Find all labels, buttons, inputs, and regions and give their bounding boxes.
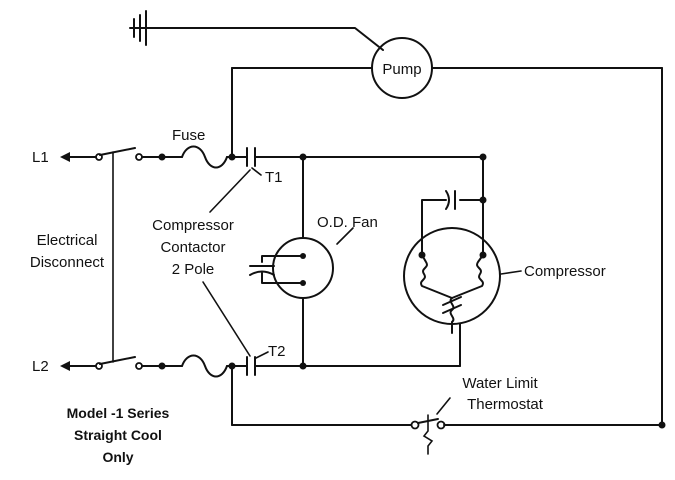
l2-label: L2 [32,358,49,375]
fuse-l2 [181,354,228,378]
fuse-l1 [181,145,228,169]
t2-label: T2 [268,343,286,360]
model-note-line-2: Straight Cool [74,427,162,443]
od-fan-motor [249,237,334,299]
l1-label: L1 [32,149,49,166]
compressor-contactor-label-3: 2 Pole [172,261,215,278]
contactor-l1 [246,147,256,167]
l2-terminal: L2 [32,358,103,375]
ground-wire [145,27,384,51]
fuse-label: Fuse [172,127,205,144]
ground-symbol [129,10,147,46]
electrical-disconnect-label-2: Disconnect [30,254,105,271]
disconnect-switch-l2 [99,356,136,365]
od-fan-label: O.D. Fan [317,214,378,231]
pump-motor: Pump [371,37,433,99]
electrical-disconnect-label-1: Electrical [37,232,98,249]
disconnect-switch-l1 [99,147,136,156]
water-limit-thermostat [410,414,446,455]
water-limit-label-1: Water Limit [462,375,538,392]
model-note-line-1: Model -1 Series [67,405,170,421]
compressor-contactor-label-1: Compressor [152,217,234,234]
model-note-line-3: Only [102,449,133,465]
pump-label: Pump [382,61,421,78]
t1-label: T1 [265,169,283,186]
compressor-motor [403,190,501,334]
water-limit-label-2: Thermostat [467,396,544,413]
contactor-l2 [246,356,256,376]
compressor-label: Compressor [524,263,606,280]
l1-terminal: L1 [32,149,103,166]
compressor-contactor-label-2: Contactor [160,239,225,256]
